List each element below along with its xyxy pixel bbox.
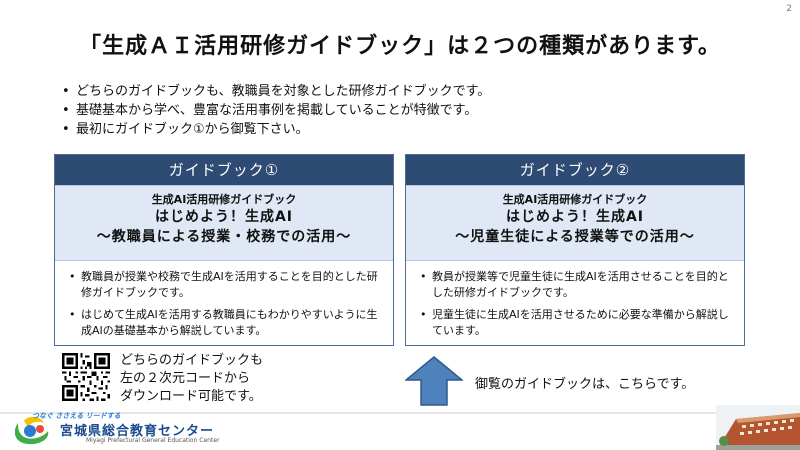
center-logo-icon: [14, 416, 49, 445]
page-number: 2: [786, 4, 792, 14]
guidebook-1-title-line2: 〜教職員による授業・校務での活用〜: [96, 229, 352, 245]
guidebook-1-bullet: 教職員が授業や校務で生成AIを活用することを目的とした研修ガイドブックです。: [67, 269, 381, 301]
guidebook-1-card: ガイドブック① 生成AI活用研修ガイドブック はじめよう！生成AI 〜教職員によ…: [54, 154, 394, 346]
guidebook-2-title-line1: はじめよう！生成AI: [505, 209, 645, 225]
intro-bullet: 基礎基本から学べ、豊富な活用事例を掲載していることが特徴です。: [62, 101, 490, 120]
building-photo: [716, 405, 800, 450]
intro-bullet-list: どちらのガイドブックも、教職員を対象とした研修ガイドブックです。 基礎基本から学…: [62, 82, 490, 139]
guidebook-1-title-line1: はじめよう！生成AI: [154, 209, 294, 225]
qr-note-line: ダウンロード可能です。: [120, 389, 262, 404]
slide-title: 「生成ＡＩ活用研修ガイドブック」は２つの種類があります。: [79, 34, 721, 59]
guidebook-1-bullet: はじめて生成AIを活用する教職員にもわかりやすいように生成AIの基礎基本から解説…: [67, 307, 381, 339]
footer-divider: [0, 412, 800, 414]
footer-tagline: つなぐ ささえる リードする: [32, 412, 121, 420]
arrow-note: 御覧のガイドブックは、こちらです。: [475, 377, 695, 392]
qr-note-line: 左の２次元コードから: [120, 371, 251, 386]
intro-bullet: どちらのガイドブックも、教職員を対象とした研修ガイドブックです。: [62, 82, 490, 101]
guidebook-1-bullet-list: 教職員が授業や校務で生成AIを活用することを目的とした研修ガイドブックです。 は…: [55, 261, 393, 339]
guidebook-1-subtitle: 生成AI活用研修ガイドブック: [151, 193, 297, 206]
organization-name-english: Miyagi Prefectural General Education Cen…: [86, 437, 220, 444]
up-arrow-icon: [405, 356, 463, 406]
guidebook-2-title-block: 生成AI活用研修ガイドブック はじめよう！生成AI 〜児童生徒による授業等での活…: [406, 185, 744, 261]
intro-bullet: 最初にガイドブック①から御覧下さい。: [62, 120, 490, 139]
guidebook-2-bullet-list: 教員が授業等で児童生徒に生成AIを活用させることを目的とした研修ガイドブックです…: [406, 261, 744, 339]
guidebook-1-title-block: 生成AI活用研修ガイドブック はじめよう！生成AI 〜教職員による授業・校務での…: [55, 185, 393, 261]
guidebook-2-title-line2: 〜児童生徒による授業等での活用〜: [455, 229, 695, 245]
guidebook-2-bullet: 教員が授業等で児童生徒に生成AIを活用させることを目的とした研修ガイドブックです…: [418, 269, 732, 301]
organization-name: 宮城県総合教育センター: [60, 424, 215, 439]
guidebook-2-header: ガイドブック②: [406, 155, 744, 185]
qr-code[interactable]: [62, 353, 110, 401]
qr-note: どちらのガイドブックも 左の２次元コードから ダウンロード可能です。: [120, 352, 263, 406]
guidebook-2-card: ガイドブック② 生成AI活用研修ガイドブック はじめよう！生成AI 〜児童生徒に…: [405, 154, 745, 346]
guidebook-2-bullet: 児童生徒に生成AIを活用させるために必要な準備から解説しています。: [418, 307, 732, 339]
guidebook-2-subtitle: 生成AI活用研修ガイドブック: [502, 193, 648, 206]
qr-note-line: どちらのガイドブックも: [120, 353, 264, 368]
guidebook-1-header: ガイドブック①: [55, 155, 393, 185]
